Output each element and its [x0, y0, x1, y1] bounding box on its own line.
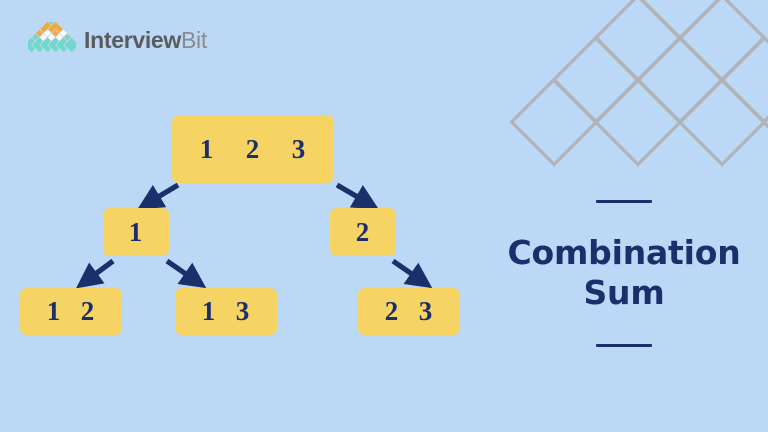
diamond-lattice-pattern	[509, 0, 768, 167]
tree-node-right-2[interactable]: 2	[330, 208, 396, 256]
title-line-2: Sum	[583, 273, 665, 313]
tree-node-leaf-1-2[interactable]: 1 2	[20, 288, 122, 335]
interviewbit-logo[interactable]: InterviewBit	[28, 20, 238, 60]
interviewbit-diamond-logo-icon	[28, 22, 76, 54]
logo-word-bit: Bit	[181, 26, 207, 53]
node-value: 2	[384, 296, 400, 326]
node-value: 2	[245, 133, 261, 164]
node-value: 3	[235, 296, 251, 326]
node-value: 2	[80, 296, 96, 326]
node-value: 3	[291, 133, 307, 164]
title-block: Combination Sum	[480, 200, 768, 347]
logo-word-interview: Interview	[84, 26, 182, 53]
tree-edges	[75, 182, 433, 289]
page-title: Combination Sum	[480, 233, 768, 314]
tree-node-leaf-1-3[interactable]: 1 3	[175, 288, 277, 335]
edge-root-to-l1	[137, 182, 180, 210]
title-line-1: Combination	[507, 233, 741, 272]
tree-node-left-1[interactable]: 1	[103, 208, 169, 256]
node-value: 1	[46, 296, 62, 326]
node-value: 1	[199, 133, 215, 164]
node-value: 2	[355, 216, 371, 247]
node-value: 1	[128, 216, 144, 247]
combination-sum-tree: 1 2 3 1 2 1 2 1 3 2 3	[20, 115, 460, 335]
logo-wordmark: InterviewBit	[84, 26, 207, 53]
edge-r1-to-r2a	[391, 258, 433, 289]
node-value: 3	[418, 296, 434, 326]
tree-node-leaf-2-3[interactable]: 2 3	[358, 288, 460, 335]
title-rule-top	[596, 200, 652, 203]
title-rule-bottom	[596, 343, 652, 347]
edge-l1-to-l2a	[75, 258, 115, 289]
edge-l1-to-r-l2b	[165, 258, 207, 289]
tree-node-root[interactable]: 1 2 3	[172, 115, 334, 183]
node-value: 1	[201, 296, 217, 326]
edge-root-to-r1	[335, 182, 379, 210]
